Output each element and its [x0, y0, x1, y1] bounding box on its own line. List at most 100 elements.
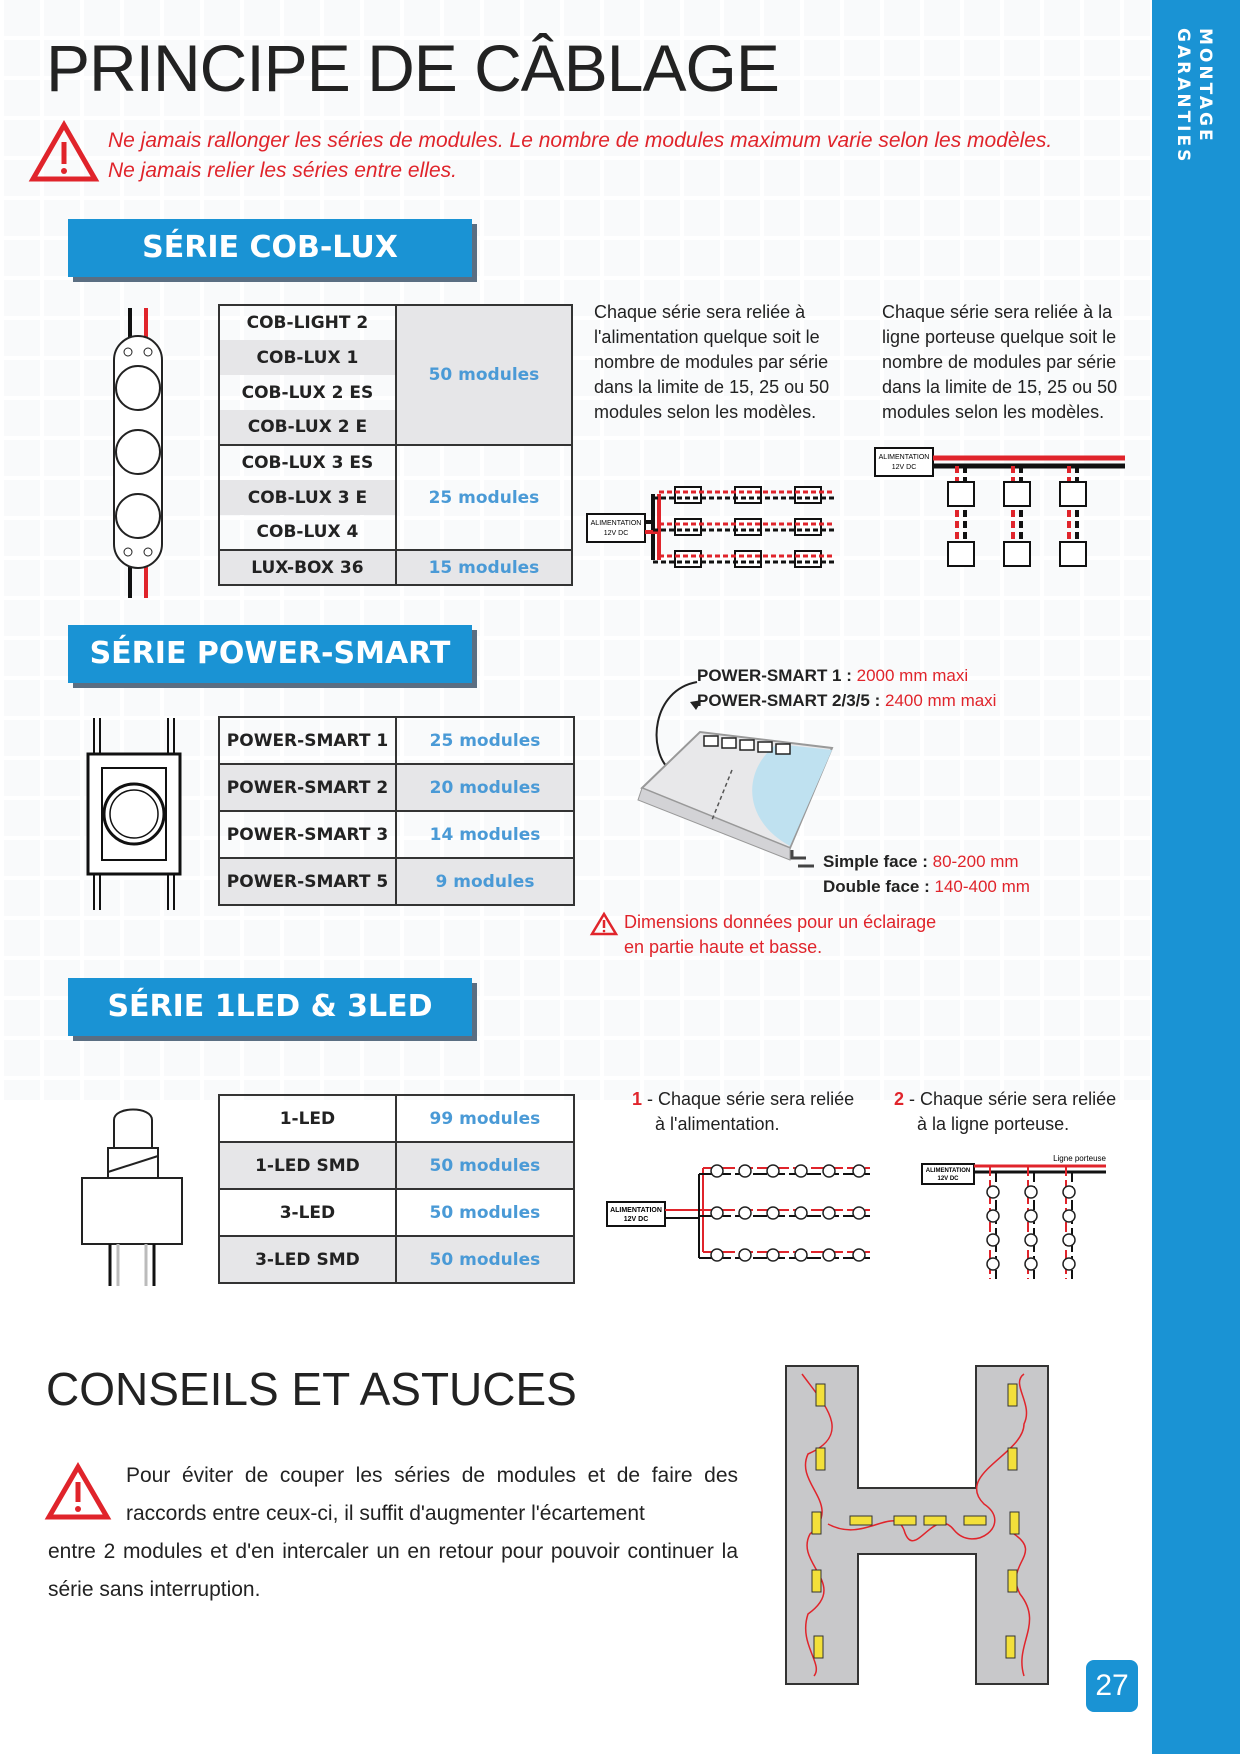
conseils-text: Pour éviter de couper les séries de modu… [48, 1457, 738, 1609]
callout-label: Double face : [823, 877, 930, 896]
led-module-illustration [81, 1108, 183, 1286]
warning-triangle-icon [44, 1462, 112, 1520]
cell-model: 1-LED SMD [218, 1141, 397, 1190]
callout-label: POWER-SMART 1 : [697, 666, 852, 685]
cell-count: 50 modules [394, 1188, 576, 1237]
cell-model: 3-LED SMD [218, 1235, 397, 1284]
psu-label: ALIMENTATION [879, 454, 930, 461]
cell-model: POWER-SMART 3 [218, 810, 397, 859]
table-row: COB-LUX 4 [218, 515, 572, 551]
conseils-text-rest: entre 2 modules et d'en intercaler un en… [48, 1540, 738, 1601]
cell-count: 25 modules [394, 444, 574, 551]
cell-count: 25 modules [394, 716, 576, 765]
cob-lux-wiring-power-diagram: ALIMENTATION 12V DC [586, 486, 835, 568]
table-row: POWER-SMART 5 9 modules [218, 857, 576, 906]
dimensions-note-line-2: en partie haute et basse. [624, 937, 823, 957]
note-number: 2 [894, 1089, 905, 1109]
led-table: 1-LED 99 modules 1-LED SMD 50 modules 3-… [218, 1094, 576, 1284]
cell-model: COB-LUX 2 E [218, 410, 397, 446]
conseils-text-first: Pour éviter de couper les séries de modu… [126, 1464, 738, 1525]
warning-triangle-icon [589, 911, 619, 936]
cell-count: 50 modules [394, 1141, 576, 1190]
power-smart-depth-callout: Simple face : 80-200 mm Double face : 14… [823, 849, 1030, 899]
cell-model: LUX-BOX 36 [218, 549, 397, 586]
callout-value: 140-400 mm [934, 877, 1030, 896]
cell-model: 3-LED [218, 1188, 397, 1237]
cob-lux-desc-line: Chaque série sera reliée à la ligne port… [882, 302, 1118, 422]
h-letter-illustration [785, 1365, 1049, 1685]
table-row: 3-LED 50 modules [218, 1188, 576, 1237]
table-row: POWER-SMART 3 14 modules [218, 810, 576, 859]
psu-label: ALIMENTATION [591, 520, 642, 527]
power-smart-length-callout: POWER-SMART 1 : 2000 mm maxi POWER-SMART… [697, 663, 996, 713]
cell-model: 1-LED [218, 1094, 397, 1143]
note-line-1: - Chaque série sera reliée [904, 1089, 1117, 1109]
table-row: COB-LUX 2 E [218, 410, 572, 446]
note-line-2: à l'alimentation. [655, 1114, 780, 1134]
cell-count: 9 modules [394, 857, 576, 906]
psu-label: ALIMENTATION [610, 1207, 662, 1214]
cell-model: COB-LUX 1 [218, 340, 397, 375]
psu-voltage-label: 12V DC [892, 464, 917, 471]
table-row: POWER-SMART 1 25 modules [218, 716, 576, 765]
table-row: COB-LUX 3 E [218, 480, 572, 515]
power-smart-header: SÉRIE POWER-SMART [68, 625, 472, 683]
table-row: 3-LED SMD 50 modules [218, 1235, 576, 1284]
callout-label: POWER-SMART 2/3/5 : [697, 691, 881, 710]
cell-model: POWER-SMART 2 [218, 763, 397, 812]
table-row: COB-LUX 1 [218, 340, 572, 375]
psu-voltage-label: 12V DC [624, 1216, 649, 1223]
warning-text: Ne jamais rallonger les séries de module… [108, 126, 1052, 186]
sidebar-label-montage: MONTAGE [1195, 28, 1215, 144]
led-header: SÉRIE 1LED & 3LED [68, 978, 472, 1036]
warning-triangle-icon [28, 119, 100, 182]
callout-value: 2000 mm maxi [856, 666, 969, 685]
sidebar-band [1152, 0, 1240, 1754]
cell-model: COB-LUX 2 ES [218, 375, 397, 410]
cell-model: COB-LIGHT 2 [218, 304, 397, 340]
psu-voltage-label: 12V DC [937, 1176, 959, 1182]
page-number: 27 [1086, 1660, 1138, 1712]
carrier-line-label: Ligne porteuse [1053, 1154, 1106, 1163]
cell-count: 50 modules [394, 1235, 576, 1284]
led-note-power: 1 - Chaque série sera reliée à l'aliment… [632, 1087, 854, 1137]
cell-model: COB-LUX 4 [218, 515, 397, 551]
sidebar-label-garanties: GARANTIES [1173, 28, 1193, 165]
cob-lux-header: SÉRIE COB-LUX [68, 219, 472, 277]
note-line-2: à la ligne porteuse. [917, 1114, 1070, 1134]
cell-count: 20 modules [394, 763, 576, 812]
led-wiring-line-diagram: ALIMENTATION 12V DC Ligne porteuse [921, 1154, 1107, 1279]
table-row: POWER-SMART 2 20 modules [218, 763, 576, 812]
cell-count: 99 modules [394, 1094, 576, 1143]
power-smart-box-diagram [637, 681, 834, 868]
cob-lux-wiring-line-diagram: ALIMENTATION 12V DC [874, 447, 1125, 567]
table-row: 1-LED 99 modules [218, 1094, 576, 1143]
table-row: COB-LIGHT 2 50 modules [218, 304, 574, 446]
table-row: LUX-BOX 36 15 modules [218, 549, 574, 586]
dimensions-note-line-1: Dimensions données pour un éclairage [624, 912, 937, 932]
sidebar-label: MONTAGE GARANTIES [1172, 28, 1216, 164]
led-wiring-power-diagram: ALIMENTATION 12V DC [606, 1164, 870, 1262]
cell-count: 14 modules [394, 810, 576, 859]
warning-line-2: Ne jamais relier les séries entre elles. [108, 159, 457, 182]
cell-model: COB-LUX 3 E [218, 480, 397, 515]
table-row: 1-LED SMD 50 modules [218, 1141, 576, 1190]
page-title: PRINCIPE DE CÂBLAGE [46, 31, 780, 105]
callout-label: Simple face : [823, 852, 928, 871]
table-row: COB-LUX 2 ES [218, 375, 572, 410]
note-line-1: - Chaque série sera reliée [642, 1089, 855, 1109]
cell-model: POWER-SMART 1 [218, 716, 397, 765]
warning-line-1: Ne jamais rallonger les séries de module… [108, 129, 1053, 152]
table-row: COB-LUX 3 ES 25 modules [218, 444, 574, 551]
psu-label: ALIMENTATION [926, 1168, 970, 1174]
cob-lux-module-illustration [113, 308, 163, 598]
conseils-title: CONSEILS ET ASTUCES [46, 1363, 577, 1415]
power-smart-table: POWER-SMART 1 25 modules POWER-SMART 2 2… [218, 716, 576, 906]
cell-count: 15 modules [394, 549, 574, 586]
power-smart-module-illustration [86, 718, 182, 910]
psu-voltage-label: 12V DC [604, 530, 629, 537]
led-note-line: 2 - Chaque série sera reliée à la ligne … [894, 1087, 1116, 1137]
cob-lux-table: COB-LIGHT 2 50 modules COB-LUX 1 COB-LUX… [218, 304, 574, 586]
note-number: 1 [632, 1089, 643, 1109]
dimensions-note: Dimensions données pour un éclairage en … [624, 910, 936, 960]
